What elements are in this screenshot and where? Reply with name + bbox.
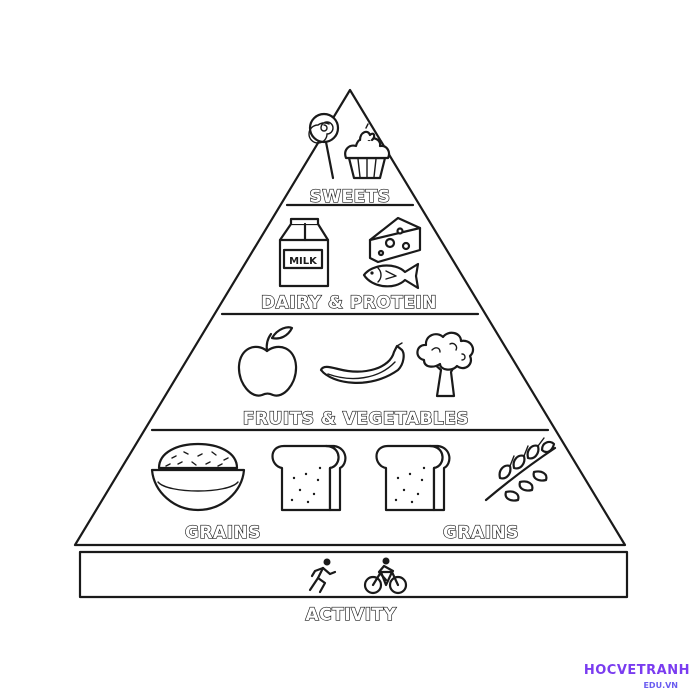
tier-label-grains-left: GRAINS bbox=[185, 523, 261, 543]
watermark-logo: HOCVETRANH bbox=[583, 663, 690, 678]
lollipop-icon bbox=[308, 112, 340, 180]
activity-label: ACTIVITY bbox=[306, 605, 397, 625]
cupcake-icon bbox=[344, 123, 391, 180]
cyclist-icon bbox=[363, 557, 408, 595]
wheat-icon bbox=[484, 437, 557, 502]
milk-carton-icon: MILK bbox=[278, 217, 330, 288]
tier-label-sweets: SWEETS bbox=[309, 187, 390, 207]
cheese-icon bbox=[368, 216, 422, 264]
rice-bowl-icon bbox=[150, 442, 246, 512]
tier-label-dairy-protein: DAIRY & PROTEIN bbox=[261, 293, 437, 313]
runner-icon bbox=[308, 558, 337, 594]
milk-label: MILK bbox=[289, 256, 318, 267]
bread-slice-icon bbox=[375, 444, 451, 512]
tier-label-fruits-vegetables: FRUITS & VEGETABLES bbox=[243, 409, 469, 429]
watermark-subtext: EDU.VN bbox=[643, 681, 678, 690]
broccoli-icon bbox=[416, 331, 475, 398]
pyramid-outline bbox=[73, 88, 627, 547]
activity-base bbox=[78, 550, 629, 599]
fish-icon bbox=[362, 262, 420, 290]
bread-slice-icon bbox=[271, 444, 347, 512]
tier-label-grains-right: GRAINS bbox=[443, 523, 519, 543]
apple-icon bbox=[237, 326, 298, 397]
banana-icon bbox=[319, 342, 405, 384]
